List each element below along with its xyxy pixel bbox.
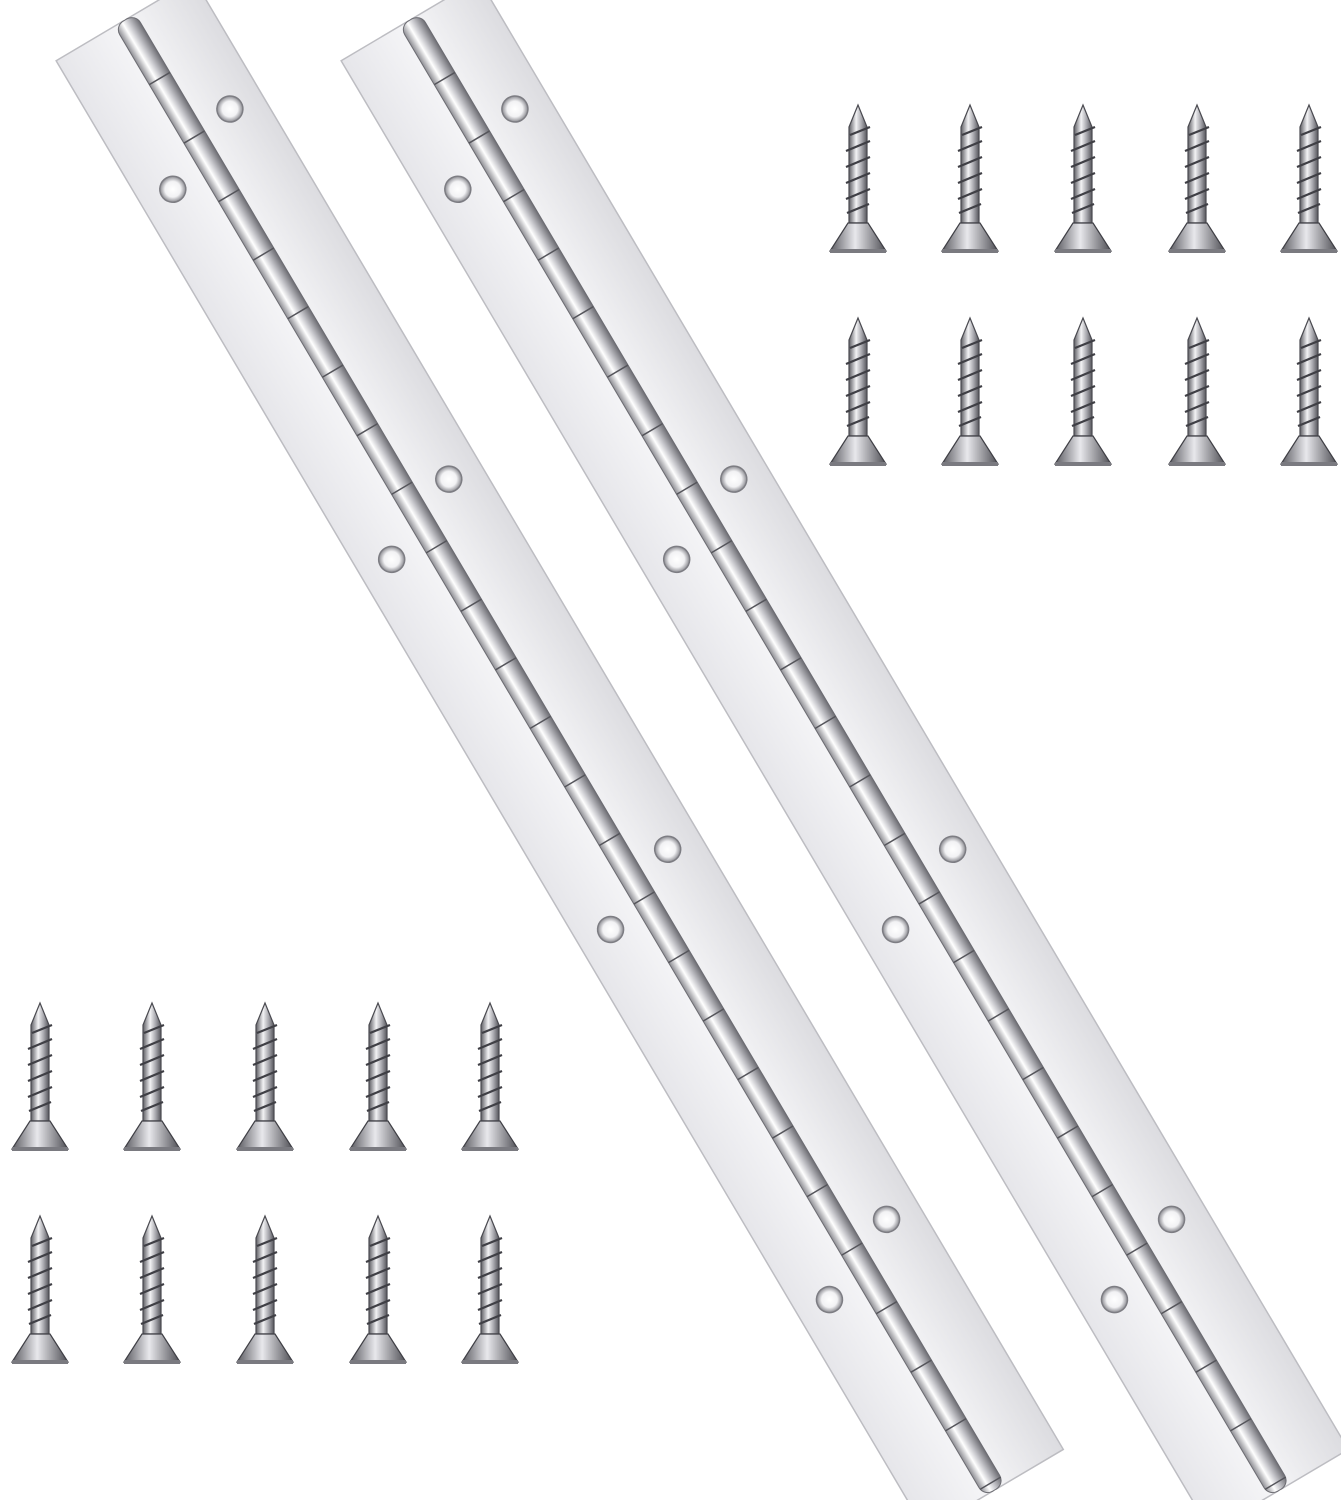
product-photo <box>10 0 1341 1500</box>
